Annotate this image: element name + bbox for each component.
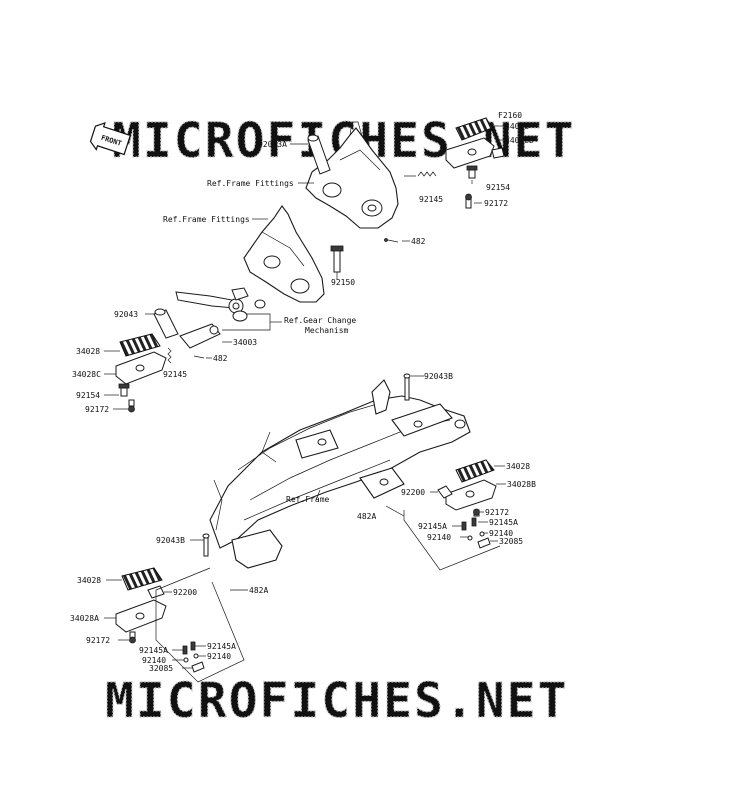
spring-92145-top xyxy=(417,171,437,177)
label-92154-left[interactable]: 92154 xyxy=(76,391,100,400)
label-34028C-left[interactable]: 34028C xyxy=(72,370,101,379)
spring-92145A-right xyxy=(461,517,477,531)
label-ref-frame-fittings-top: Ref.Frame Fittings xyxy=(207,179,294,188)
spring-92145-left xyxy=(167,347,172,364)
label-92150[interactable]: 92150 xyxy=(331,278,355,287)
label-92043A[interactable]: 92043A xyxy=(258,140,287,149)
clip-482-top xyxy=(384,238,399,243)
label-ref-frame-fittings-mid: Ref.Frame Fittings xyxy=(163,215,250,224)
label-92043B-top[interactable]: 92043B xyxy=(424,372,453,381)
label-482-top[interactable]: 482 xyxy=(411,237,426,246)
spring-92145A-low xyxy=(182,641,196,655)
label-92043B-low[interactable]: 92043B xyxy=(156,536,185,545)
label-ref-gear-change-1: Ref.Gear Change xyxy=(284,316,356,325)
watermark-bottom: MICROFICHES.NET xyxy=(105,673,568,729)
watermark-top: MICROFICHES.NET xyxy=(112,113,575,169)
label-92145A-low-2[interactable]: 92145A xyxy=(207,642,236,651)
label-92172-top[interactable]: 92172 xyxy=(484,199,508,208)
label-ref-gear-change-2: Mechanism xyxy=(305,326,349,335)
label-92140-right-1[interactable]: 92140 xyxy=(427,533,451,542)
label-34028-left[interactable]: 34028 xyxy=(76,347,100,356)
clip-482-left xyxy=(193,355,205,359)
front-arrow-icon: FRONT xyxy=(89,122,132,156)
footpeg-holder-34028D xyxy=(445,137,505,169)
bolt-92172-left xyxy=(128,399,135,413)
label-92145A-right-1[interactable]: 92145A xyxy=(418,522,447,531)
footpeg-holder-34028A xyxy=(115,599,167,633)
label-34028-right[interactable]: 34028 xyxy=(506,462,530,471)
bolt-92154-top xyxy=(466,165,478,179)
label-92043-left[interactable]: 92043 xyxy=(114,310,138,319)
label-34028-top[interactable]: 34028 xyxy=(505,122,529,131)
footpeg-34028-right xyxy=(455,459,495,483)
pin-92043B-top xyxy=(403,373,411,401)
label-diagram-code: F2160 xyxy=(498,111,522,120)
bolt-32085-right xyxy=(477,537,491,549)
label-92145A-low-1[interactable]: 92145A xyxy=(139,646,168,655)
bolt-92154-left xyxy=(118,383,130,397)
label-92200-low[interactable]: 92200 xyxy=(173,588,197,597)
label-92172-right[interactable]: 92172 xyxy=(485,508,509,517)
pin-92043 xyxy=(153,308,179,339)
label-34028D-top[interactable]: 34028D xyxy=(505,136,534,145)
label-ref-frame: Ref.Frame xyxy=(286,495,330,504)
label-34028-low[interactable]: 34028 xyxy=(77,576,101,585)
label-32085-low[interactable]: 32085 xyxy=(149,664,173,673)
label-482-left[interactable]: 482 xyxy=(213,354,228,363)
label-92140-low-2[interactable]: 92140 xyxy=(207,652,231,661)
label-92172-left[interactable]: 92172 xyxy=(85,405,109,414)
pin-92043A xyxy=(307,134,331,175)
label-92145A-right-2[interactable]: 92145A xyxy=(489,518,518,527)
label-92140-low-1[interactable]: 92140 xyxy=(142,656,166,665)
label-34028A-low[interactable]: 34028A xyxy=(70,614,99,623)
label-34003[interactable]: 34003 xyxy=(233,338,257,347)
main-frame xyxy=(209,379,471,569)
label-92145-left[interactable]: 92145 xyxy=(163,370,187,379)
washer-92140-right xyxy=(467,531,485,541)
gear-change-lever xyxy=(175,287,266,322)
label-92172-low[interactable]: 92172 xyxy=(86,636,110,645)
footpeg-holder-34028C xyxy=(115,351,167,385)
label-92200-right[interactable]: 92200 xyxy=(401,488,425,497)
washer-92140-low xyxy=(183,653,199,663)
footpeg-bracket-right xyxy=(305,121,399,229)
label-482A-low[interactable]: 482A xyxy=(249,586,268,595)
label-92140-right-2[interactable]: 92140 xyxy=(489,529,513,538)
footpeg-34028-left xyxy=(119,333,161,357)
footpeg-34028-low xyxy=(121,567,163,591)
bolt-92172-top xyxy=(465,193,472,209)
label-34028B-right[interactable]: 34028B xyxy=(507,480,536,489)
bracket-92200-right xyxy=(437,485,453,499)
footpeg-bracket-left xyxy=(243,205,325,303)
bolt-92172-low xyxy=(129,631,136,644)
bolt-92172-right xyxy=(473,508,480,517)
pin-92043B-low xyxy=(202,533,210,557)
bolt-32085-low xyxy=(191,661,205,673)
label-92154-top[interactable]: 92154 xyxy=(486,183,510,192)
bolt-92150 xyxy=(330,245,344,273)
label-482A-right[interactable]: 482A xyxy=(357,512,376,521)
label-92145-top[interactable]: 92145 xyxy=(419,195,443,204)
label-32085-right[interactable]: 32085 xyxy=(499,537,523,546)
pedal-arm-34003 xyxy=(179,323,221,349)
footpeg-holder-34028B xyxy=(445,479,497,511)
footpeg-34028-top xyxy=(455,117,493,141)
